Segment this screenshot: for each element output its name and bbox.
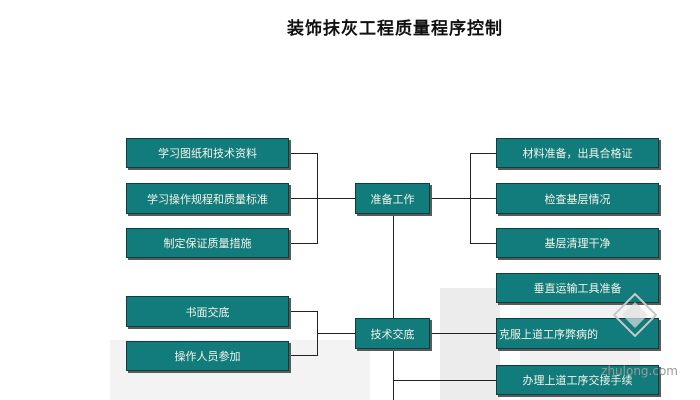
page-title: 装饰抹灰工程质量程序控制 (287, 19, 503, 39)
connector-line (289, 311, 318, 312)
step-box-handover-procedure: 办理上道工序交接手续 (496, 365, 659, 395)
watermark-logo-icon (612, 292, 658, 338)
connector-line (289, 153, 318, 154)
connector-line (289, 243, 318, 244)
connector-line (393, 213, 394, 400)
step-box-study-drawings: 学习图纸和技术资料 (126, 138, 289, 168)
connector-line (317, 333, 355, 334)
connector-line (289, 198, 318, 199)
step-box-study-regulations: 学习操作规程和质量标准 (126, 183, 289, 214)
connector-line (393, 380, 496, 381)
connector-line (470, 153, 496, 154)
connector-line (470, 243, 496, 244)
step-box-quality-measures: 制定保证质量措施 (126, 228, 289, 258)
connector-line (430, 333, 496, 334)
step-box-material-prep: 材料准备，出具合格证 (496, 138, 659, 168)
connector-line (317, 198, 355, 199)
connector-line (430, 198, 471, 199)
step-box-preparation: 准备工作 (355, 183, 430, 214)
step-box-operators-attend: 操作人员参加 (126, 341, 289, 371)
step-box-written-briefing: 书面交底 (126, 296, 289, 327)
step-box-clean-base: 基层清理干净 (496, 228, 659, 258)
step-box-check-base: 检查基层情况 (496, 183, 659, 214)
watermark-text: zhulong.com (601, 364, 678, 378)
connector-line (470, 198, 496, 199)
connector-line (289, 355, 318, 356)
background-shape (440, 288, 500, 400)
step-box-technical-briefing: 技术交底 (355, 318, 430, 349)
